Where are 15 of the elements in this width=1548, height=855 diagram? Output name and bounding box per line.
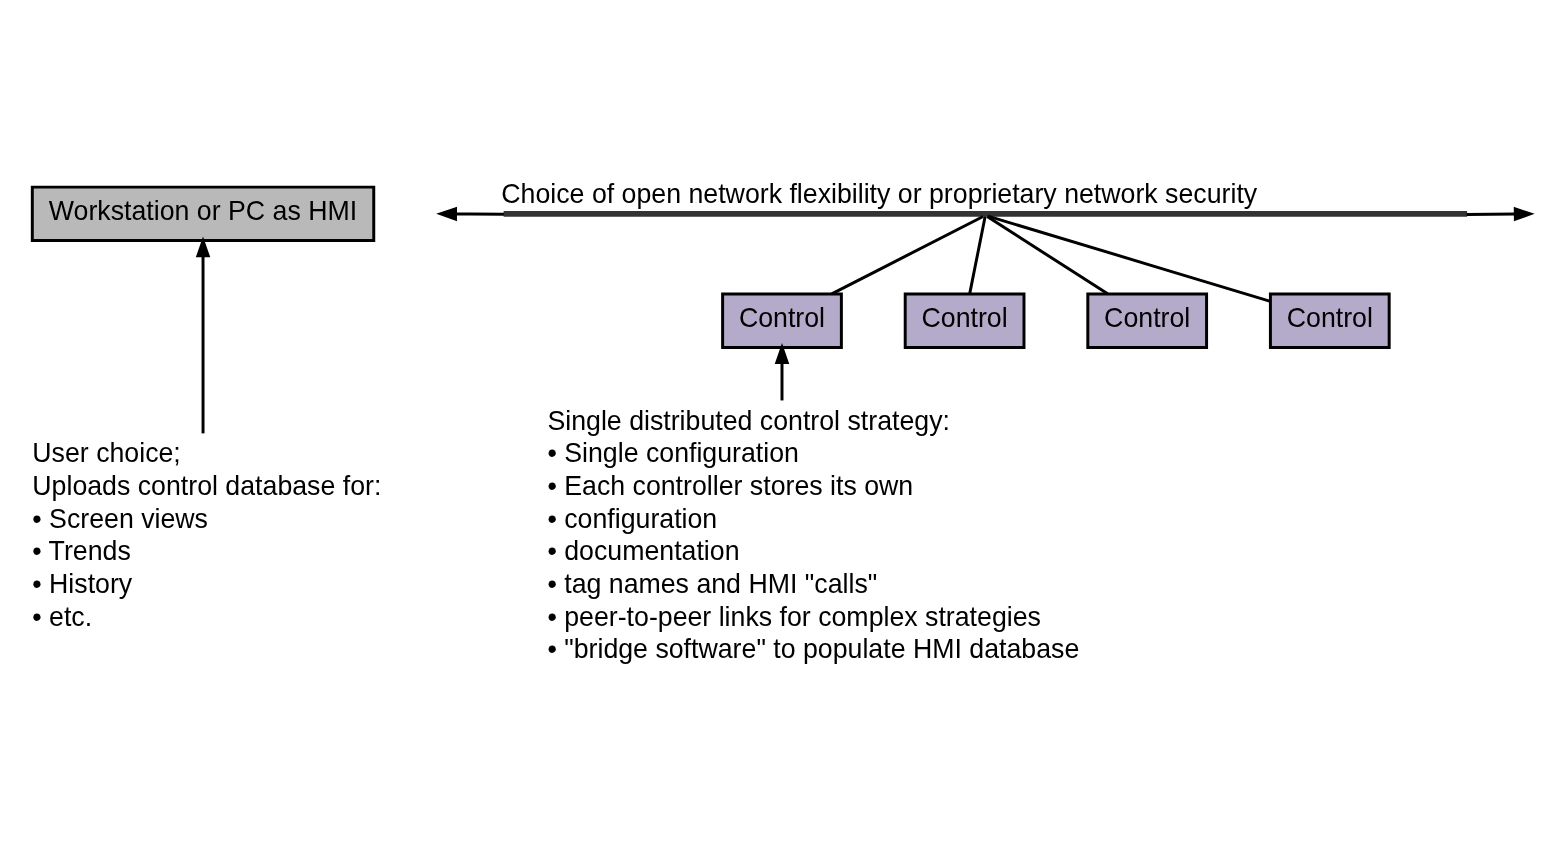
arrow [195,236,211,433]
node-box: Control [903,292,1026,349]
node-box: Workstation or PC as HMI [30,185,376,242]
connector [831,214,984,295]
node-box: Control [1268,292,1391,349]
connector [987,214,1271,303]
node-text: User choice; Uploads control database for: • Screen views • Trends • History • etc. [32,437,382,632]
node-box [503,210,1468,217]
node-box: Control [1086,292,1209,349]
connector [968,215,987,294]
node-text: Single distributed control strategy: • Single configuration • Each controller stores its own • configuration • documentation • tag names and HMI "calls" • peer-to-peer links for complex strategies • "bridge software" to populate HMI database [547,405,1080,664]
node-box: Control [721,292,843,349]
arrow [774,342,790,400]
node-label: Choice of open network flexibility or proprietary network security [501,178,1258,209]
connector [986,214,1109,295]
